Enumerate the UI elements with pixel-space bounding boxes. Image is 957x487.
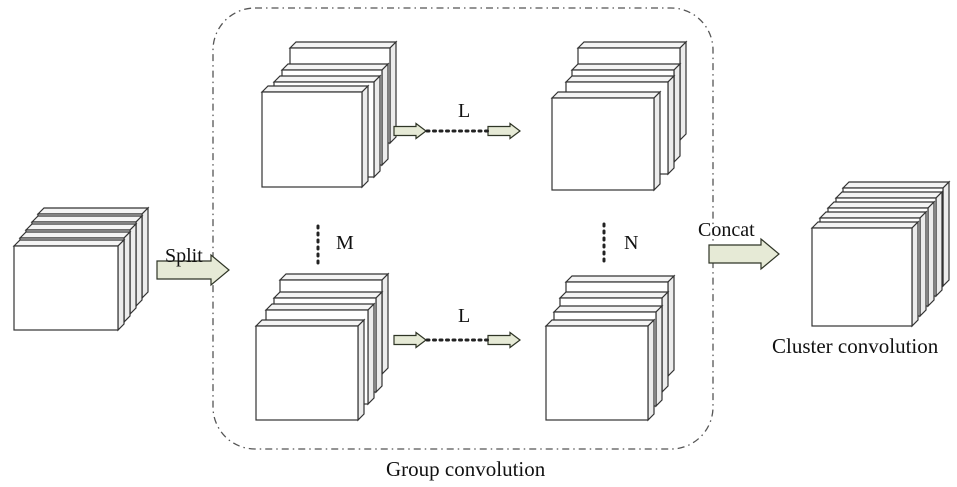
concat-arrow — [708, 237, 780, 271]
feature-map-layer — [810, 220, 920, 328]
feature-map-layer — [254, 318, 366, 422]
bottom-left-small-arrow — [393, 331, 427, 349]
dotted-connectors — [316, 129, 606, 342]
l-label-top: L — [458, 100, 470, 122]
group1-input-stack — [260, 40, 398, 189]
feature-map-layer — [260, 84, 370, 189]
group-convolution-frame — [212, 7, 714, 450]
group-convolution-caption: Group convolution — [386, 457, 546, 481]
l-label-bottom: L — [458, 305, 470, 327]
n-label: N — [624, 232, 638, 254]
bottom-right-small-arrow — [487, 331, 521, 349]
input-feature-stack — [12, 206, 150, 332]
cluster-convolution-caption: Cluster convolution — [772, 334, 939, 358]
top-right-small-arrow — [487, 122, 521, 140]
feature-map-layer — [550, 90, 662, 192]
top-left-small-arrow — [393, 122, 427, 140]
split-arrow — [156, 253, 230, 287]
groupm-input-stack — [254, 272, 390, 422]
group1-output-stack — [550, 40, 688, 192]
cluster-output-stack — [810, 180, 951, 328]
split-label: Split — [165, 245, 203, 267]
groupm-output-stack — [544, 274, 676, 422]
arrows-layer — [156, 122, 780, 349]
concat-label: Concat — [698, 219, 755, 241]
feature-map-layer — [12, 238, 126, 332]
feature-map-layer — [544, 318, 656, 422]
m-label: M — [336, 232, 354, 254]
